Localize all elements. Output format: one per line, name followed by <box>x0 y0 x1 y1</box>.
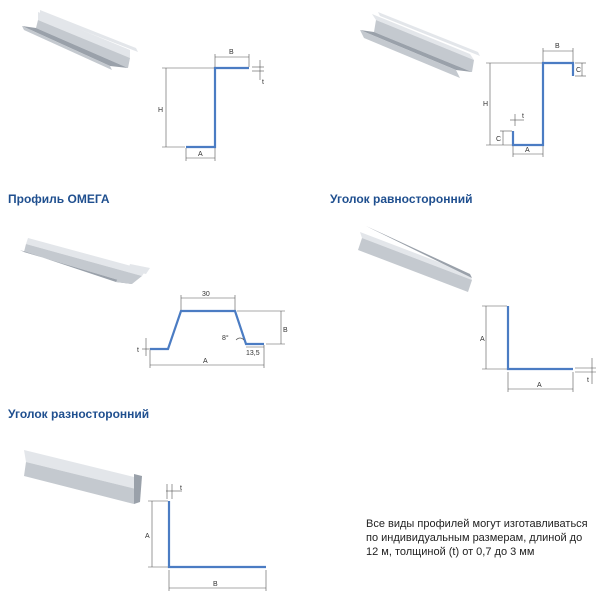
dim-label: t <box>522 113 524 120</box>
dim-label: B <box>283 327 288 334</box>
dim-label: t <box>137 347 139 354</box>
dim-label: 13,5 <box>246 350 260 357</box>
omega-profile-drawing: 30 B 8° 13,5 t A <box>137 291 288 368</box>
lipped-z-profile-render <box>360 12 480 78</box>
equal-angle-drawing: A A t <box>480 305 596 392</box>
dim-label: H <box>483 101 488 108</box>
profiles-note: Все виды профилей могут изготавливаться … <box>366 518 588 558</box>
lipped-z-profile-drawing: B C H C t A <box>483 43 586 157</box>
z-profile-render <box>22 10 138 70</box>
unequal-angle-render <box>24 450 142 504</box>
unequal-angle-drawing: t A B <box>145 484 267 591</box>
equal-angle-render <box>358 226 472 292</box>
dim-label: B <box>555 43 560 50</box>
equal-angle-title: Уголок равносторонний <box>330 192 473 206</box>
dim-label: A <box>203 358 208 365</box>
omega-profile-render <box>20 238 150 284</box>
dim-label: B <box>213 581 218 588</box>
unequal-angle-title: Уголок разносторонний <box>8 407 150 421</box>
dim-label: t <box>180 485 182 492</box>
dim-label: A <box>537 382 542 389</box>
dim-label: t <box>587 377 589 384</box>
omega-profile-title: Профиль ОМЕГА <box>8 192 110 206</box>
dim-label: B <box>229 49 234 56</box>
dim-label: C <box>496 136 501 143</box>
dim-label: C <box>576 67 581 74</box>
dim-label: H <box>158 107 163 114</box>
z-profile-drawing: B H A t <box>158 49 264 161</box>
dim-label: A <box>198 151 203 158</box>
dim-label: 8° <box>222 334 229 342</box>
dim-label: A <box>525 147 530 154</box>
dim-label: 30 <box>202 291 210 298</box>
dim-label: t <box>262 79 264 86</box>
dim-label: A <box>480 336 485 343</box>
dim-label: A <box>145 533 150 540</box>
